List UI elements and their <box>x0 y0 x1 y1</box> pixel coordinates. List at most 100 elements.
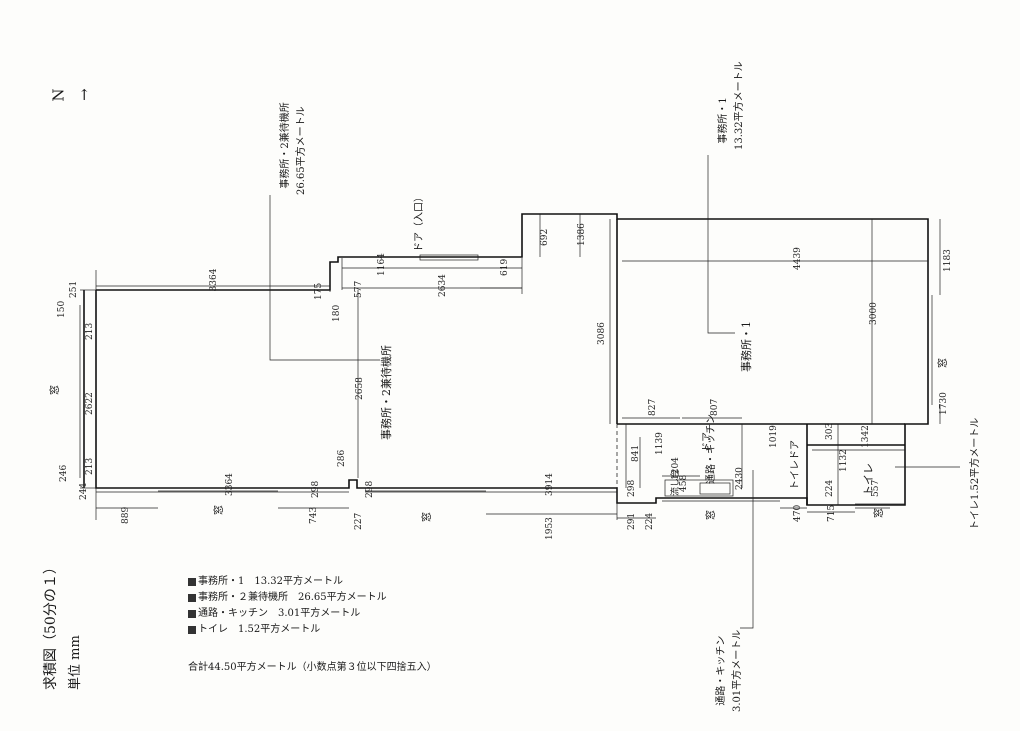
dim-1730: 1730 <box>939 392 949 415</box>
dim-3364-bottom: 3364 <box>225 473 235 496</box>
dim-303: 303 <box>825 423 835 440</box>
legend-swatch <box>188 626 196 634</box>
unit-label: 単位 mm <box>68 635 83 690</box>
label-toilet-door-text: トイレドア <box>790 440 801 490</box>
dim-298-a: 298 <box>311 481 321 498</box>
callout-leader-office1 <box>707 155 735 334</box>
label-door-passage: ドア <box>698 432 713 452</box>
callout-office1: 事務所・1 13.32平方メートル <box>700 61 748 150</box>
dim-458: 458 <box>679 475 689 492</box>
label-window-west: 窓 <box>48 385 61 395</box>
legend-label: トイレ 1.52平方メートル <box>198 624 321 635</box>
label-sink: 流し台 <box>668 469 681 496</box>
legend-label: 事務所・２兼待機所 26.65平方メートル <box>198 592 387 603</box>
dim-2622: 2622 <box>85 392 95 415</box>
room-label-office1: 事務所・1 <box>738 321 754 372</box>
room-label-toilet: トイレ <box>860 463 876 496</box>
dim-224-a: 224 <box>645 513 655 530</box>
dim-298-b: 298 <box>365 481 375 498</box>
callout-office1-text: 事務所・1 13.32平方メートル <box>718 61 745 150</box>
legend-item: 事務所・1 13.32平方メートル <box>188 574 387 590</box>
legend-swatch <box>188 610 196 618</box>
callout-passage: 通路・キッチン 3.01平方メートル <box>698 630 746 712</box>
dim-577: 577 <box>354 281 364 298</box>
dim-4439: 4439 <box>793 247 803 270</box>
outer-wall <box>95 213 929 506</box>
title-block: 求積図（50分の１） 単位 mm <box>40 560 83 690</box>
legend-item: 通路・キッチン 3.01平方メートル <box>188 606 387 622</box>
label-sink-text: 流し台 <box>671 468 681 496</box>
legend-label: 通路・キッチン 3.01平方メートル <box>198 608 361 619</box>
dim-1953: 1953 <box>545 517 555 540</box>
dim-2430: 2430 <box>735 467 745 490</box>
dim-3364-top: 3364 <box>209 268 219 291</box>
callout-toilet-text: トイレ1.52平方メートル <box>970 417 981 530</box>
compass-arrow-icon: ↑ <box>77 86 91 104</box>
sink-bowl <box>699 482 731 495</box>
dim-175: 175 <box>314 283 324 300</box>
dim-3086: 3086 <box>597 322 607 345</box>
dim-227: 227 <box>354 513 364 530</box>
room-label-office2: 事務所・2兼待機所 <box>378 345 394 440</box>
dim-286: 286 <box>337 450 347 467</box>
dim-743: 743 <box>309 507 319 524</box>
dim-3000: 3000 <box>869 302 879 325</box>
dim-2634: 2634 <box>438 274 448 297</box>
dim-1019: 1019 <box>769 425 779 448</box>
dim-1204: 1204 <box>671 457 681 480</box>
dim-298-c: 298 <box>627 480 637 497</box>
legend-item: 事務所・２兼待機所 26.65平方メートル <box>188 590 387 606</box>
dim-807: 807 <box>710 399 720 416</box>
callout-leader-office2 <box>269 195 380 361</box>
dim-1386: 1386 <box>577 223 587 246</box>
legend-swatch <box>188 578 196 586</box>
dim-246: 246 <box>59 465 69 482</box>
dim-1183: 1183 <box>943 249 953 272</box>
room-label-office2-text: 事務所・2兼待機所 <box>380 345 393 440</box>
dim-2658: 2658 <box>355 377 365 400</box>
label-window-south-4: 窓 <box>872 508 885 518</box>
dim-3914: 3914 <box>545 473 555 496</box>
dim-213-b: 213 <box>85 458 95 475</box>
area-legend: 事務所・1 13.32平方メートル 事務所・２兼待機所 26.65平方メートル … <box>188 574 387 638</box>
dim-251: 251 <box>69 281 79 298</box>
room-label-office1-text: 事務所・1 <box>740 321 753 372</box>
dimension-lines <box>95 214 941 520</box>
compass-north-label: N <box>49 88 68 102</box>
dim-244: 244 <box>79 483 89 500</box>
label-window-south-3: 窓 <box>704 510 717 520</box>
total-area: 合計44.50平方メートル（小数点第３位以下四捨五入） <box>188 662 437 673</box>
label-toilet-door: トイレドア <box>786 440 801 490</box>
callout-passage-text: 通路・キッチン 3.01平方メートル <box>716 629 743 712</box>
dim-1342: 1342 <box>861 425 871 448</box>
dim-470: 470 <box>793 505 803 522</box>
dim-619: 619 <box>500 259 510 276</box>
legend-swatch <box>188 594 196 602</box>
callout-office2-text: 事務所・2兼待機所 26.65平方メートル <box>280 102 307 195</box>
label-door-entrance: ドア（入口） <box>410 192 425 252</box>
callout-leader-passage <box>740 470 754 629</box>
sheet-title: 求積図（50分の１） <box>43 560 59 690</box>
dim-291: 291 <box>627 513 637 530</box>
callout-toilet: トイレ1.52平方メートル <box>966 418 981 530</box>
compass: N ↑ <box>49 86 91 104</box>
room-label-toilet-text: トイレ <box>862 463 875 496</box>
dim-1132: 1132 <box>839 449 849 472</box>
dim-827: 827 <box>648 399 658 416</box>
label-window-south-1: 窓 <box>212 505 225 515</box>
legend-label: 事務所・1 13.32平方メートル <box>198 576 343 587</box>
dim-1139: 1139 <box>655 432 665 455</box>
label-door-entrance-text: ドア（入口） <box>414 192 425 252</box>
entrance-door <box>419 254 479 261</box>
dim-889: 889 <box>121 507 131 524</box>
dim-213-a: 213 <box>85 323 95 340</box>
dim-180: 180 <box>332 305 342 322</box>
dim-715: 715 <box>827 505 837 522</box>
dim-1164: 1164 <box>377 253 387 276</box>
dim-557: 557 <box>871 480 881 497</box>
label-window-east: 窓 <box>936 358 949 368</box>
label-door-passage-text: ドア <box>702 432 713 452</box>
label-window-south-2: 窓 <box>420 512 433 522</box>
